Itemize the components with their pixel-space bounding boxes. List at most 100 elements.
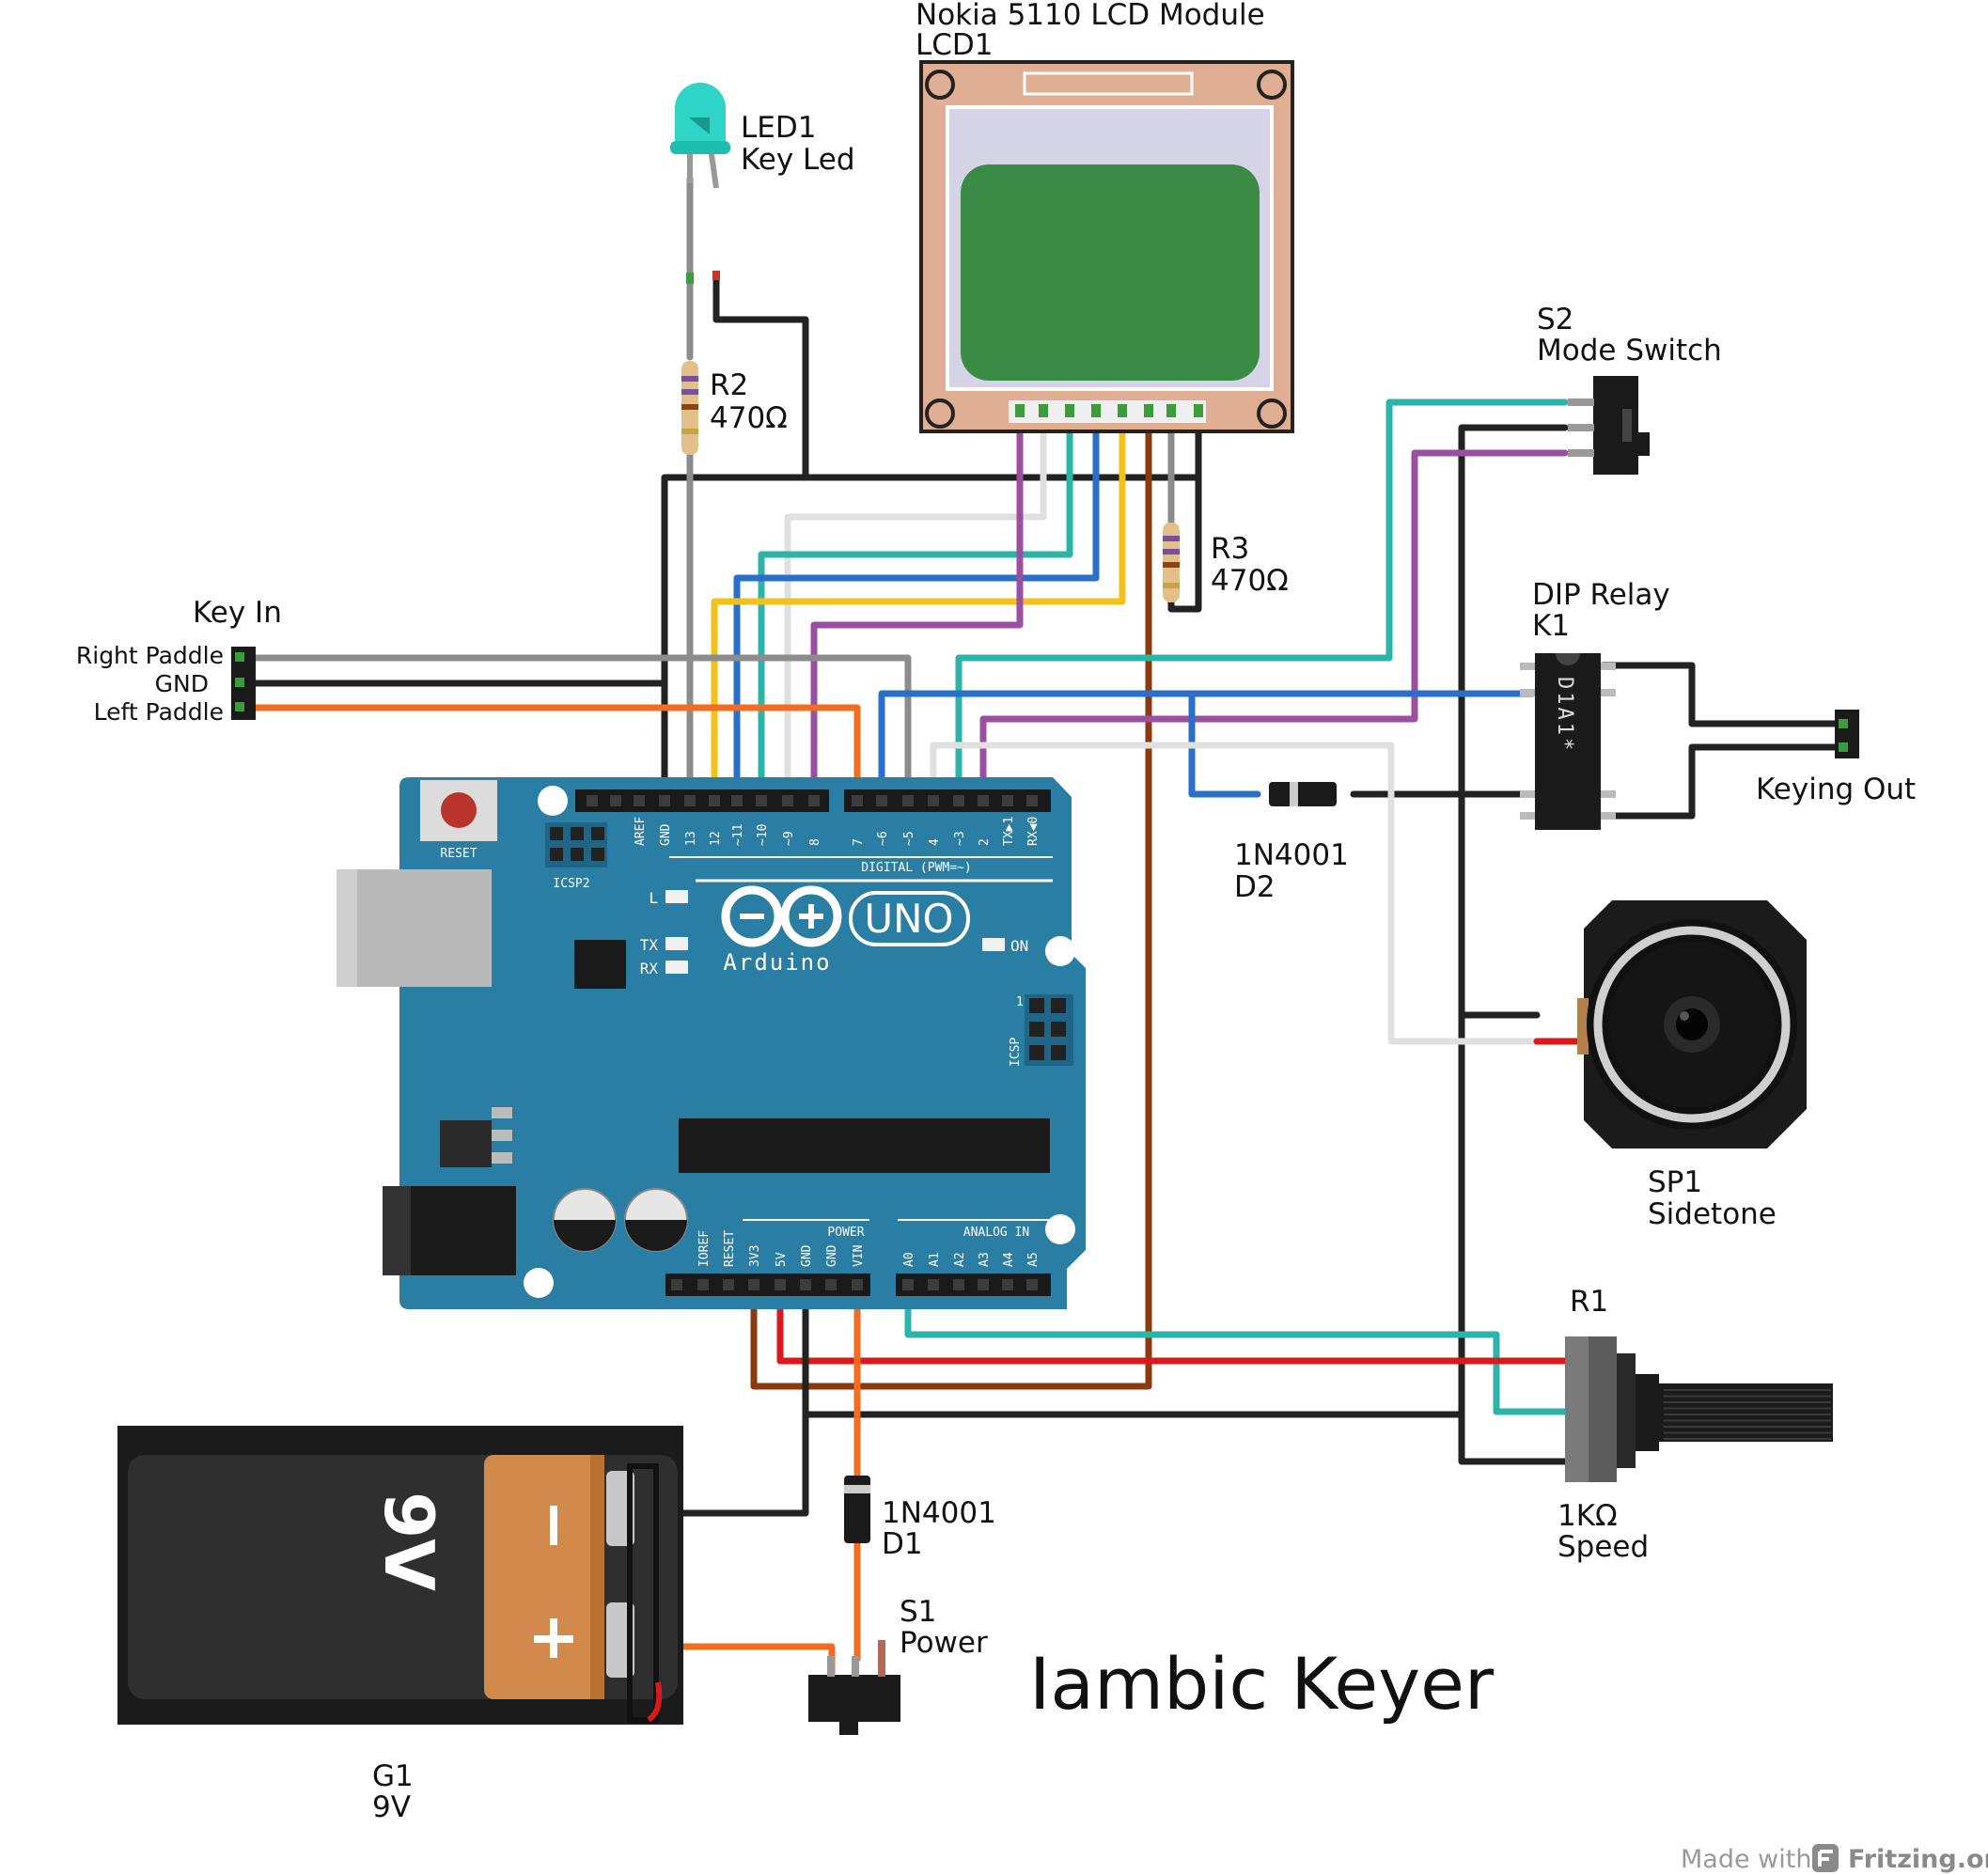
- fritzing-footer[interactable]: Made with Fritzing.org: [1681, 1844, 1988, 1874]
- usb-connector: [337, 869, 492, 987]
- analog-pin-label: A0: [902, 1252, 916, 1267]
- header-pin-hole: [978, 1279, 989, 1290]
- lcd-mount-hole: [1257, 70, 1287, 100]
- header-pin-hole: [902, 1279, 914, 1290]
- power-pin-label: GND: [800, 1244, 814, 1267]
- reset-button[interactable]: [441, 792, 477, 828]
- led-dome: [675, 83, 726, 150]
- relay-chip-text: D1A1*: [1553, 677, 1576, 753]
- wire-s2-black: [1458, 424, 1569, 1465]
- analog-pin-label: A2: [953, 1252, 967, 1267]
- power-pin-label: VIN: [852, 1245, 866, 1267]
- sp1-label-1: SP1: [1648, 1165, 1702, 1199]
- key-in-pin-left: Left Paddle: [94, 698, 224, 726]
- header-pin-hole: [659, 795, 670, 806]
- led-tx-label: TX: [640, 936, 659, 954]
- led-rim: [670, 141, 730, 154]
- header-pin-hole: [1026, 1279, 1038, 1290]
- wire-relay-out-bot: [1599, 743, 1846, 820]
- keying-out-connector: [1835, 710, 1859, 758]
- digital-pin-label: 12: [709, 831, 723, 846]
- digital-pin-label: ~9: [782, 831, 796, 846]
- header-pin-hole: [775, 1279, 786, 1290]
- wire-lcd-cyan: [758, 410, 1073, 807]
- header-pin-hole: [800, 1279, 811, 1290]
- power-header-label: POWER: [827, 1226, 864, 1240]
- icsp2-header: [545, 822, 607, 867]
- lcd-pin: [1118, 404, 1127, 417]
- header-pin-hole: [684, 795, 696, 806]
- r1-label-2a: 1KΩ: [1558, 1499, 1618, 1533]
- header-pin-hole: [1002, 1279, 1013, 1290]
- mode-switch-s2[interactable]: [1568, 376, 1650, 475]
- power-pin-label: IOREF: [697, 1230, 712, 1267]
- header-pin-hole: [782, 795, 793, 806]
- digital-pin-label: ~6: [876, 831, 890, 846]
- wire-s2-cyan: [955, 398, 1569, 807]
- lcd-pin: [1039, 404, 1048, 417]
- led-die: [689, 117, 710, 134]
- lcd-pin: [1144, 404, 1153, 417]
- d2-label-2: D2: [1234, 870, 1276, 904]
- s2-label-1: S2: [1537, 303, 1573, 336]
- reset-label: RESET: [440, 847, 477, 861]
- d2-label-1: 1N4001: [1234, 838, 1349, 872]
- analog-pin-label: A4: [1002, 1252, 1016, 1267]
- capacitor: [624, 1188, 688, 1252]
- potentiometer-r1[interactable]: [1565, 1336, 1833, 1482]
- digital-pin-label: 8: [808, 838, 822, 846]
- speaker-sp1: [1577, 900, 1807, 1148]
- key-in-pin-right: Right Paddle: [76, 642, 224, 669]
- power-pin-holes: [671, 1279, 1038, 1290]
- relay-label-1: DIP Relay: [1532, 578, 1670, 612]
- digital-pin-label: 4: [928, 838, 942, 846]
- power-header: [665, 1273, 870, 1296]
- digital-header-label: DIGITAL (PWM=~): [861, 861, 971, 875]
- sp1-label-2: Sidetone: [1648, 1197, 1777, 1231]
- voltage-regulator: [440, 1120, 492, 1167]
- battery-label-2: 9V: [372, 1790, 411, 1824]
- digital-pin-label: AREF: [634, 817, 648, 846]
- led1: [670, 83, 730, 284]
- power-pin-label: 3V3: [748, 1245, 762, 1267]
- header-pin-hole: [1002, 795, 1013, 806]
- usb-connector-shade: [337, 869, 357, 987]
- wire-a0-cyan: [904, 1284, 1569, 1415]
- diagram-title: Iambic Keyer: [1029, 1642, 1495, 1726]
- battery-g1: 9V: [117, 1426, 683, 1725]
- wire-speaker-white: [930, 742, 1541, 1045]
- wire-led-gnd: [661, 273, 809, 807]
- header-pin-hole: [610, 795, 621, 806]
- lcd-pin: [1091, 404, 1101, 417]
- header-pin-hole: [825, 1279, 837, 1290]
- header-pin-hole: [978, 795, 989, 806]
- icsp-pin1-label: 1: [1016, 995, 1024, 1009]
- wire-right-paddle: [243, 654, 912, 807]
- lcd-mount-hole: [925, 398, 955, 429]
- power-switch-s1[interactable]: [808, 1640, 900, 1735]
- lcd-pin: [1194, 404, 1203, 417]
- diode-d1: [844, 1476, 870, 1543]
- header-pin-hole: [852, 1279, 863, 1290]
- battery-face-text: 9V: [369, 1492, 448, 1591]
- regulator-leg: [492, 1130, 512, 1141]
- lcd-pins: [1015, 404, 1203, 417]
- key-in-connector: [231, 647, 256, 720]
- atmega-chip: [679, 1118, 1050, 1173]
- mount-hole: [1045, 936, 1075, 966]
- digital-pin-label: 13: [684, 831, 698, 846]
- header-pin-hole: [876, 795, 887, 806]
- uno-badge: [849, 891, 970, 946]
- lcd-pin: [1166, 404, 1176, 417]
- r2-label-2: 470Ω: [710, 401, 788, 435]
- digital-header-right: [844, 789, 1051, 812]
- power-pin-label: RESET: [723, 1230, 737, 1267]
- analog-header: [896, 1273, 1051, 1296]
- key-in-pin-gnd: GND: [155, 670, 209, 697]
- wire-lcd-purple: [810, 410, 1024, 807]
- regulator-leg: [492, 1107, 512, 1118]
- lcd-pin: [1065, 404, 1074, 417]
